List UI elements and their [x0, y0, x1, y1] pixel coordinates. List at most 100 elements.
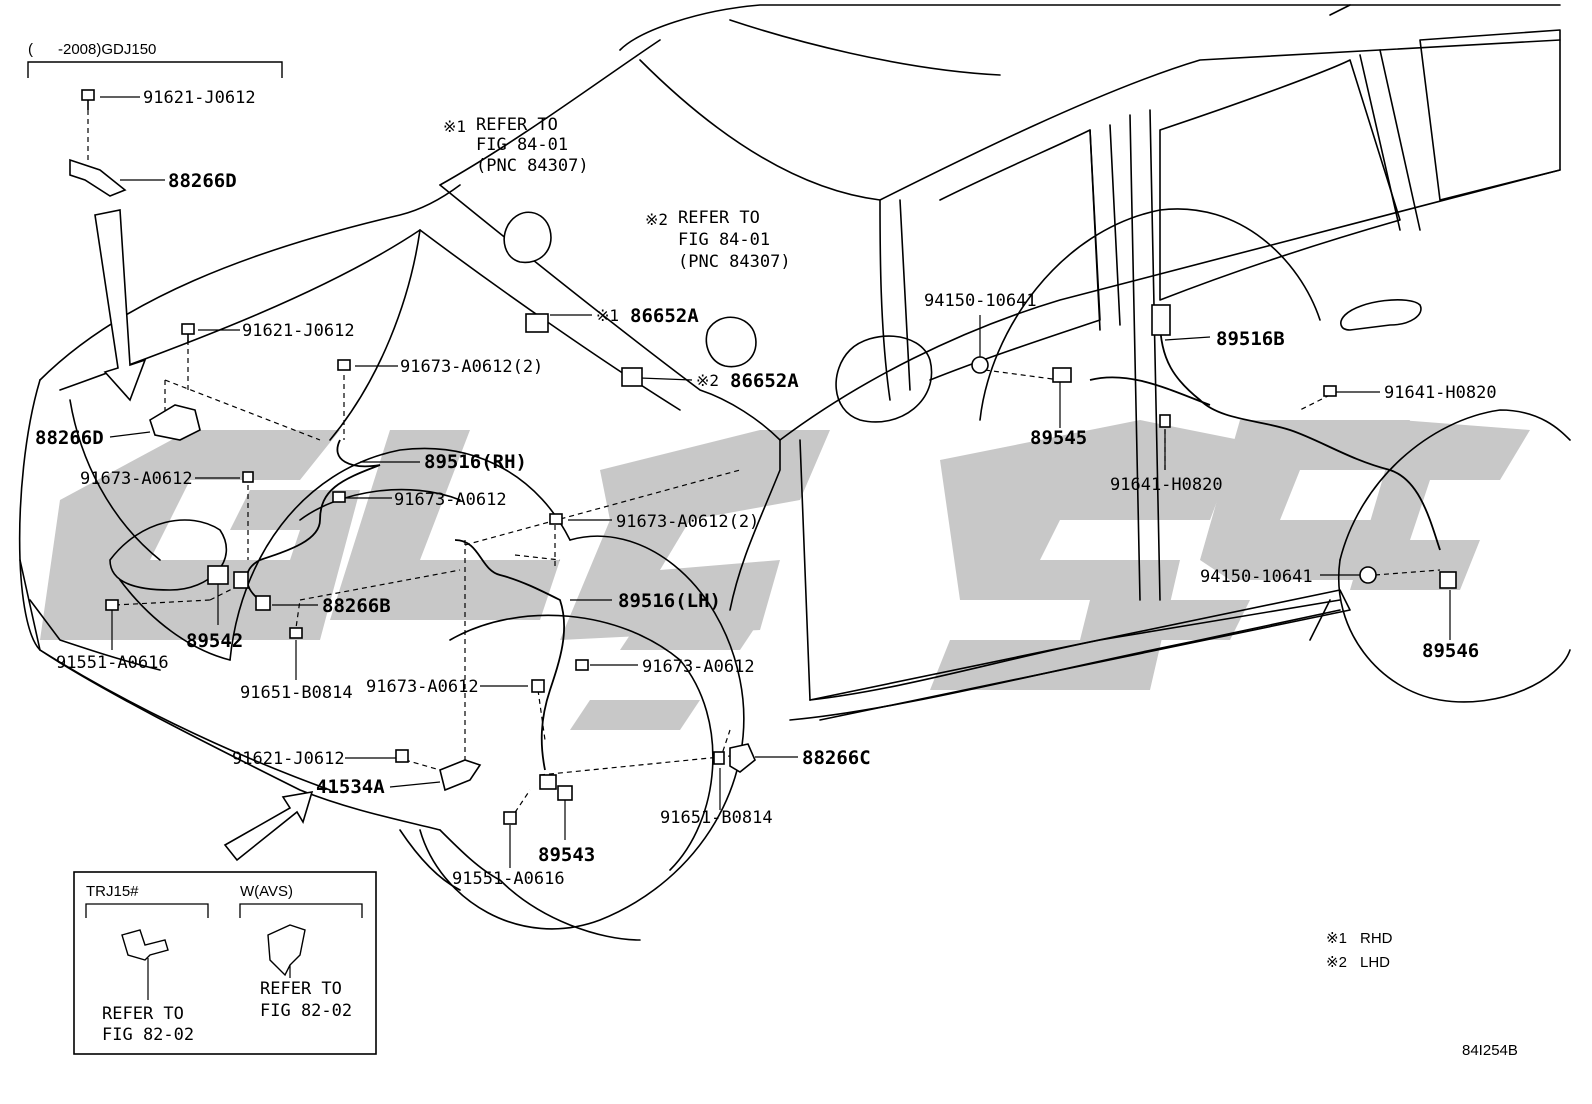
spiral-cable-icon — [503, 211, 552, 264]
bolt-icon — [332, 491, 346, 503]
part-label: 89542 — [186, 630, 243, 652]
refer-note-line: FIG 84-01 — [476, 135, 568, 155]
grommet-icon — [1359, 566, 1377, 584]
part-label: 91651-B0814 — [240, 683, 353, 703]
connector-icon — [525, 313, 549, 333]
watermark — [40, 420, 1530, 730]
refer-note-line: REFER TO — [476, 115, 558, 135]
part-label: 89546 — [1422, 640, 1479, 662]
part-label: 91641-H0820 — [1384, 383, 1497, 403]
wheel-speed-sensor-icon — [1439, 571, 1457, 589]
part-label: 91621-J0612 — [143, 88, 256, 108]
part-mark: ※2 — [696, 371, 719, 390]
part-label: 94150-10641 — [924, 291, 1037, 311]
diagram-code: 84I254B — [1462, 1042, 1518, 1059]
refer-note-mark: ※2 — [645, 210, 668, 229]
part-label: 91673-A0612 — [366, 677, 479, 697]
part-label: 86652A — [730, 370, 799, 392]
bolt-icon — [337, 359, 351, 371]
arrow-up-right-icon — [223, 790, 314, 862]
refer-note-1: ※1 REFER TO FIG 84-01 (PNC 84307) — [443, 115, 589, 176]
wheel-speed-sensor-icon — [1052, 367, 1072, 383]
header-bracket — [27, 61, 283, 78]
bolt-icon — [549, 513, 563, 525]
part-label: 91621-J0612 — [242, 321, 355, 341]
part-label: 91673-A0612(2) — [400, 357, 543, 377]
inset-refer-line: REFER TO — [260, 979, 342, 999]
bolt-icon — [181, 323, 195, 342]
leader-lines — [87, 96, 1451, 868]
inset-refer-line: FIG 82-02 — [260, 1001, 352, 1021]
part-label: 91621-J0612 — [232, 749, 345, 769]
bolt-icon — [81, 89, 95, 110]
connector-icon — [621, 367, 643, 387]
bolt-icon — [1159, 414, 1171, 428]
bolt-icon — [105, 599, 119, 611]
legend: ※1 RHD ※2 LHD — [1326, 930, 1393, 971]
part-label: 88266D — [168, 170, 237, 192]
inset-refer-line: REFER TO — [102, 1004, 184, 1024]
part-label: 88266C — [802, 747, 871, 769]
header-note: ( -2008)GDJ150 — [28, 41, 156, 58]
part-label: 91673-A0612(2) — [616, 512, 759, 532]
refer-note-line: (PNC 84307) — [476, 156, 589, 176]
sensor-harnesses — [245, 319, 1441, 771]
part-label: 89545 — [1030, 427, 1087, 449]
legend-text: RHD — [1360, 930, 1393, 947]
part-label: 89543 — [538, 844, 595, 866]
part-mark: ※1 — [596, 306, 619, 325]
part-label: 88266D — [35, 427, 104, 449]
wheel-speed-sensor-icon — [207, 565, 249, 589]
bracket-icon — [121, 929, 169, 961]
legend-mark: ※1 — [1326, 930, 1347, 947]
arrows — [94, 209, 314, 862]
connector-icon — [1151, 304, 1171, 336]
spiral-cable-icon — [705, 316, 757, 368]
bracket-icon — [149, 404, 201, 441]
bolt-icon — [289, 627, 303, 639]
part-labels: 91621-J0612 88266D 91621-J0612 91673-A06… — [35, 88, 1497, 889]
bracket-icon — [439, 759, 482, 792]
part-label: 94150-10641 — [1200, 567, 1313, 587]
part-label: 89516(RH) — [424, 451, 527, 473]
bolt-icon — [395, 749, 409, 763]
vehicle-outline — [18, 4, 1571, 941]
bolt-icon — [713, 751, 725, 765]
part-label: 91551-A0616 — [56, 653, 169, 673]
legend-mark: ※2 — [1326, 954, 1347, 971]
variant-inset: TRJ15# W(AVS) REFER TO FIG 82-02 REFER T… — [73, 871, 377, 1055]
part-label: 91651-B0814 — [660, 808, 773, 828]
part-label: 91673-A0612 — [394, 490, 507, 510]
part-label: 41534A — [316, 776, 385, 798]
bolt-icon — [242, 471, 254, 483]
bolt-icon — [1323, 385, 1337, 397]
part-label: 89516(LH) — [618, 590, 721, 612]
part-label: 89516B — [1216, 328, 1285, 350]
parts — [69, 89, 1457, 825]
bolt-icon — [531, 679, 545, 693]
part-label: 86652A — [630, 305, 699, 327]
bracket-icon — [69, 158, 127, 197]
bolt-icon — [575, 659, 589, 671]
refer-note-line: REFER TO — [678, 208, 760, 228]
bolt-icon — [503, 811, 517, 825]
bracket-icon — [729, 743, 756, 773]
part-label: 88266B — [322, 595, 391, 617]
part-label: 91673-A0612 — [642, 657, 755, 677]
inset-refer-line: FIG 82-02 — [102, 1025, 194, 1045]
bracket-icon — [255, 595, 271, 611]
refer-note-line: FIG 84-01 — [678, 230, 770, 250]
grommet-icon — [971, 356, 989, 374]
refer-note-line: (PNC 84307) — [678, 252, 791, 272]
wheel-speed-sensor-icon — [539, 774, 573, 801]
part-label: 91641-H0820 — [1110, 475, 1223, 495]
part-label: 91551-A0616 — [452, 869, 565, 889]
refer-note-2: ※2 REFER TO FIG 84-01 (PNC 84307) — [645, 208, 791, 272]
inset-variant-left: TRJ15# — [86, 883, 139, 900]
bracket-icon — [267, 924, 306, 977]
legend-text: LHD — [1360, 954, 1390, 971]
part-label: 91673-A0612 — [80, 469, 193, 489]
refer-note-mark: ※1 — [443, 117, 466, 136]
